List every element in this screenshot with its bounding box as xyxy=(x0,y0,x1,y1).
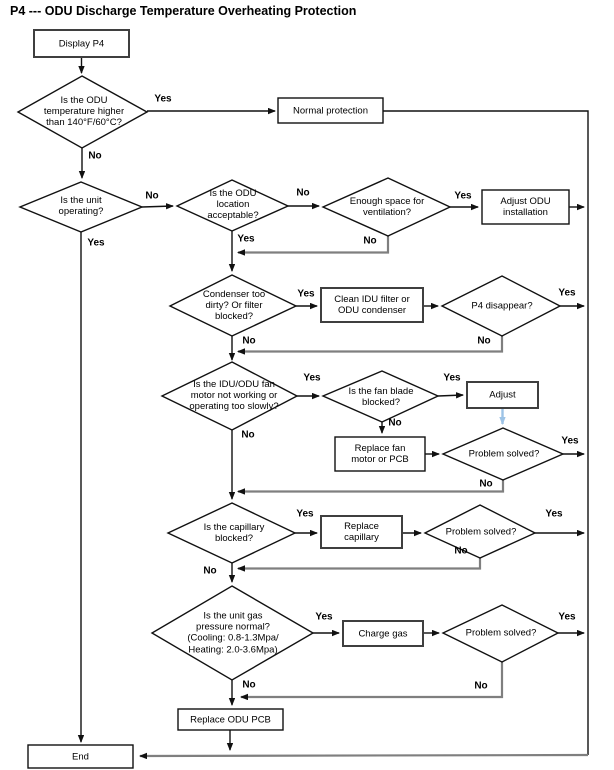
node-problem-solved-capillary: Problem solved? xyxy=(445,526,517,538)
label-condenser-yes: Yes xyxy=(297,288,315,300)
edge-p4-no-return xyxy=(237,336,504,355)
diamond-p4-disappear xyxy=(440,275,562,337)
label-temp-yes: Yes xyxy=(154,93,172,105)
node-display-p4: Display P4 xyxy=(58,37,105,49)
label-solved2-no: No xyxy=(454,545,468,557)
edge-operating-no xyxy=(141,203,174,210)
box-replace-fan-motor xyxy=(334,436,426,472)
diamond-unit-operating xyxy=(18,181,144,233)
box-end xyxy=(27,744,134,769)
label-space-no: No xyxy=(363,235,377,247)
node-problem-solved-gas: Problem solved? xyxy=(465,627,537,639)
node-odu-location: Is the ODU location acceptable? xyxy=(207,188,259,222)
box-replace-capillary xyxy=(320,515,403,549)
edge-solved2-no-return xyxy=(237,558,482,572)
page-title: P4 --- ODU Discharge Temperature Overhea… xyxy=(10,4,357,18)
edge-solved3-no-return xyxy=(240,662,504,701)
node-odu-temp: Is the ODU temperature higher than 140°F… xyxy=(43,95,125,129)
box-normal-protection xyxy=(277,97,384,124)
diamond-fan-blade xyxy=(321,370,440,423)
label-fanblade-yes: Yes xyxy=(443,372,461,384)
box-clean-filter xyxy=(320,287,424,323)
label-fanblade-no: No xyxy=(388,417,402,429)
node-problem-solved-fan: Problem solved? xyxy=(468,448,540,460)
return-connectors xyxy=(139,236,589,760)
node-fan-motor: Is the IDU/ODU fan motor not working or … xyxy=(189,379,279,413)
node-normal-protection: Normal protection xyxy=(293,104,368,116)
decision-shapes xyxy=(16,75,565,681)
label-temp-no: No xyxy=(88,150,102,162)
diamond-fan-motor xyxy=(160,361,299,431)
box-charge-gas xyxy=(342,620,424,647)
diamond-problem-solved-capillary xyxy=(423,504,537,559)
edge-space-no-return xyxy=(237,236,390,256)
label-location-no: No xyxy=(296,187,310,199)
label-solved1-yes: Yes xyxy=(561,435,579,447)
box-replace-odu-pcb xyxy=(177,708,284,731)
node-unit-operating: Is the unit operating? xyxy=(58,194,104,217)
connectors xyxy=(77,57,589,755)
edge-solved1-no-return xyxy=(237,480,505,495)
node-replace-odu-pcb: Replace ODU PCB xyxy=(190,713,271,725)
label-solved2-yes: Yes xyxy=(545,508,563,520)
edge-bottom-to-end xyxy=(139,752,589,760)
label-location-yes: Yes xyxy=(237,233,255,245)
box-adjust-installation xyxy=(481,189,570,225)
diamond-problem-solved-fan xyxy=(441,427,565,481)
node-charge-gas: Charge gas xyxy=(358,627,408,639)
node-p4-disappear: P4 disappear? xyxy=(471,300,533,312)
diamond-capillary xyxy=(166,502,297,564)
node-condenser-dirty: Condenser too dirty? Or filter blocked? xyxy=(202,289,266,323)
node-fan-blade: Is the fan blade blocked? xyxy=(348,385,414,408)
node-replace-fan-motor: Replace fan motor or PCB xyxy=(351,442,409,465)
label-operating-no: No xyxy=(145,190,159,202)
node-adjust-installation: Adjust ODU installation xyxy=(500,195,551,218)
process-shapes xyxy=(27,29,570,769)
box-display-p4 xyxy=(33,29,130,58)
label-solved1-no: No xyxy=(479,478,493,490)
label-p4-no: No xyxy=(477,335,491,347)
label-p4-yes: Yes xyxy=(558,287,576,299)
label-capillary-yes: Yes xyxy=(296,508,314,520)
node-clean-filter: Clean IDU filter or ODU condenser xyxy=(334,293,410,316)
node-adjust: Adjust xyxy=(489,389,516,401)
label-operating-yes: Yes xyxy=(87,237,105,249)
diamond-odu-temp xyxy=(16,75,149,149)
diamond-enough-space xyxy=(321,177,452,237)
edge-fanblade-yes xyxy=(437,392,464,399)
diamond-condenser-dirty xyxy=(168,274,298,337)
node-enough-space: Enough space for ventilation? xyxy=(349,195,425,218)
label-space-yes: Yes xyxy=(454,190,472,202)
label-fanmotor-no: No xyxy=(241,429,255,441)
diamond-odu-location xyxy=(175,179,290,232)
node-gas-pressure: Is the unit gas pressure normal? (Coolin… xyxy=(187,610,279,656)
node-capillary: Is the capillary blocked? xyxy=(203,521,265,544)
label-capillary-no: No xyxy=(203,565,217,577)
box-adjust xyxy=(466,381,539,409)
label-solved3-no: No xyxy=(474,680,488,692)
edge-normal-to-collector xyxy=(383,110,589,755)
label-gas-no: No xyxy=(242,679,256,691)
label-condenser-no: No xyxy=(242,335,256,347)
diamond-gas-pressure xyxy=(150,585,315,681)
node-end: End xyxy=(72,750,89,762)
node-replace-capillary: Replace capillary xyxy=(344,520,379,543)
label-gas-yes: Yes xyxy=(315,611,333,623)
label-fanmotor-yes: Yes xyxy=(303,372,321,384)
diamond-problem-solved-gas xyxy=(441,604,560,663)
label-solved3-yes: Yes xyxy=(558,611,576,623)
